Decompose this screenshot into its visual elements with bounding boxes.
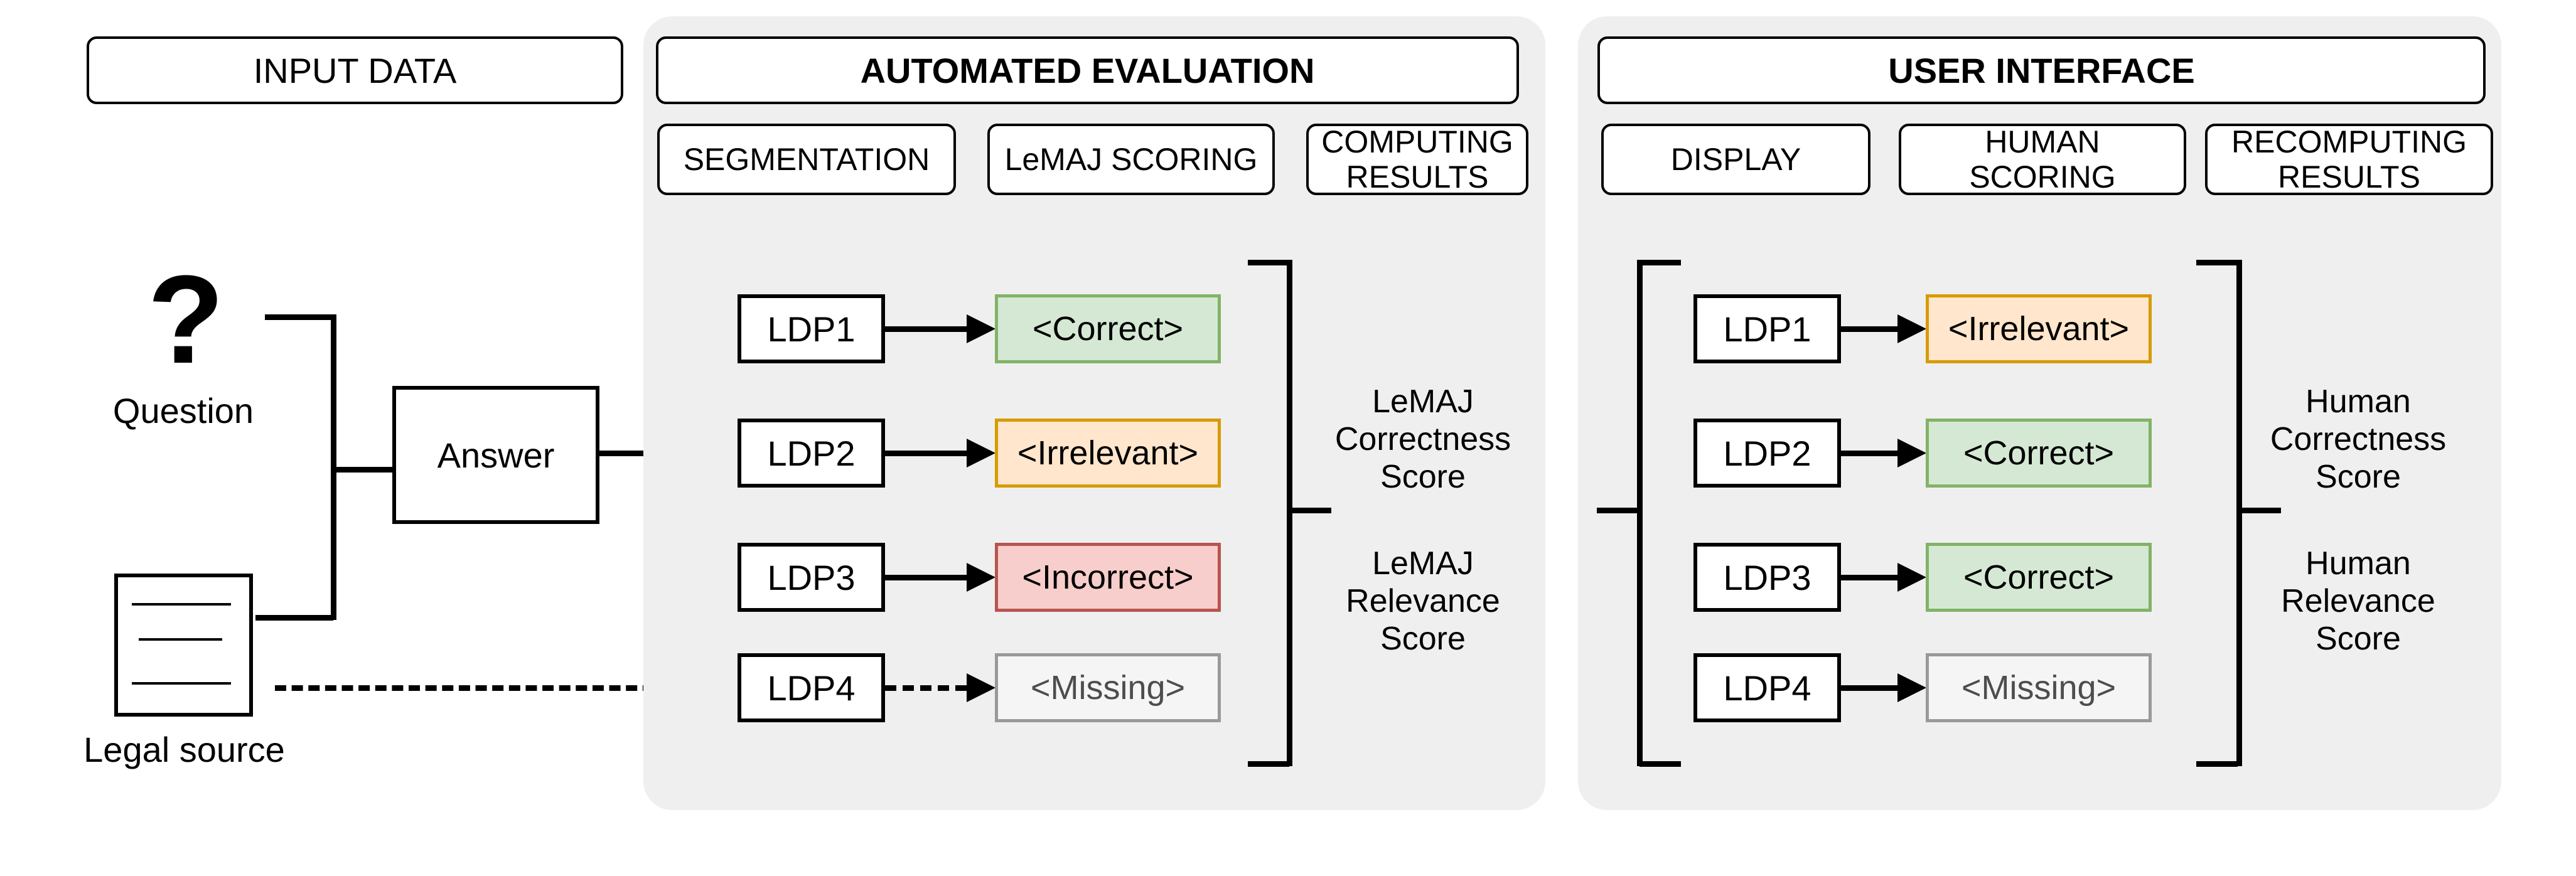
recomputed-results-bracket-bottom (2196, 761, 2238, 767)
segment-tag: <Missing> (995, 653, 1221, 722)
display-subheader: DISPLAY (1601, 124, 1870, 195)
connector-line (1841, 685, 1897, 691)
segment-tag: <Correct> (995, 294, 1221, 363)
display-bracket (1637, 260, 1643, 766)
question-mark-icon: ? (147, 250, 225, 390)
answer-input-line (333, 467, 392, 473)
connector-line (885, 326, 967, 332)
document-text-line (132, 603, 231, 606)
human-correctness-score-label: Human Correctness Score (2270, 383, 2447, 495)
connector-line (885, 685, 967, 691)
legal-source-dashed-line (275, 685, 738, 691)
ldp-box: LDP4 (738, 653, 885, 722)
results-bracket-bottom (1248, 761, 1289, 767)
results-bracket-tick (1291, 508, 1331, 513)
connector-line (1841, 451, 1897, 456)
segmentation-subheader: SEGMENTATION (657, 124, 956, 195)
display-bracket-bottom (1640, 761, 1681, 767)
connector-line (885, 451, 967, 456)
ldp-box: LDP2 (738, 419, 885, 488)
lemaj-scoring-subheader: LeMAJ SCORING (987, 124, 1275, 195)
document-text-line (139, 638, 222, 641)
legal-source-bracket-line (255, 615, 333, 621)
question-label: Question (112, 391, 254, 430)
results-bracket (1287, 260, 1292, 766)
lemaj-relevance-score-label: LeMAJ Relevance Score (1346, 545, 1500, 657)
recomputed-results-bracket (2236, 260, 2242, 766)
segment-tag: <Correct> (1926, 419, 2152, 488)
recomputed-results-bracket-top (2196, 260, 2238, 265)
arrowhead-icon (967, 563, 996, 592)
arrowhead-icon (967, 314, 996, 343)
legal-source-document-icon (114, 574, 253, 717)
arrowhead-icon (1897, 314, 1926, 343)
connector-line (1841, 575, 1897, 580)
ldp-box: LDP2 (1693, 419, 1841, 488)
answer-box: Answer (392, 386, 599, 524)
segment-tag: <Correct> (1926, 543, 2152, 612)
document-text-line (132, 682, 231, 685)
automated-evaluation-header: AUTOMATED EVALUATION (656, 36, 1519, 104)
ldp-box: LDP1 (1693, 294, 1841, 363)
input-data-header: INPUT DATA (87, 36, 623, 104)
recomputed-results-bracket-tick (2241, 508, 2281, 513)
recomputing-results-subheader: RECOMPUTING RESULTS (2205, 124, 2493, 195)
arrowhead-icon (1897, 673, 1926, 702)
connector-line (1841, 326, 1897, 332)
display-bracket-top (1640, 260, 1681, 265)
arrowhead-icon (1897, 563, 1926, 592)
segment-tag: <Incorrect> (995, 543, 1221, 612)
arrowhead-icon (967, 673, 996, 702)
computing-results-subheader: COMPUTING RESULTS (1306, 124, 1528, 195)
results-bracket-top (1248, 260, 1289, 265)
ldp-box: LDP3 (1693, 543, 1841, 612)
connector-line (885, 575, 967, 580)
arrowhead-icon (1897, 439, 1926, 467)
ldp-box: LDP1 (738, 294, 885, 363)
ldp-box: LDP3 (738, 543, 885, 612)
segment-tag: <Irrelevant> (995, 419, 1221, 488)
arrowhead-icon (967, 439, 996, 467)
user-interface-header: USER INTERFACE (1597, 36, 2486, 104)
question-bracket-line (265, 314, 336, 320)
segment-tag: <Irrelevant> (1926, 294, 2152, 363)
display-bracket-tick (1597, 508, 1637, 513)
legal-source-label: Legal source (83, 730, 285, 769)
lemaj-correctness-score-label: LeMAJ Correctness Score (1334, 383, 1511, 495)
human-scoring-subheader: HUMAN SCORING (1899, 124, 2186, 195)
human-relevance-score-label: Human Relevance Score (2281, 545, 2435, 657)
segment-tag: <Missing> (1926, 653, 2152, 722)
ldp-box: LDP4 (1693, 653, 1841, 722)
